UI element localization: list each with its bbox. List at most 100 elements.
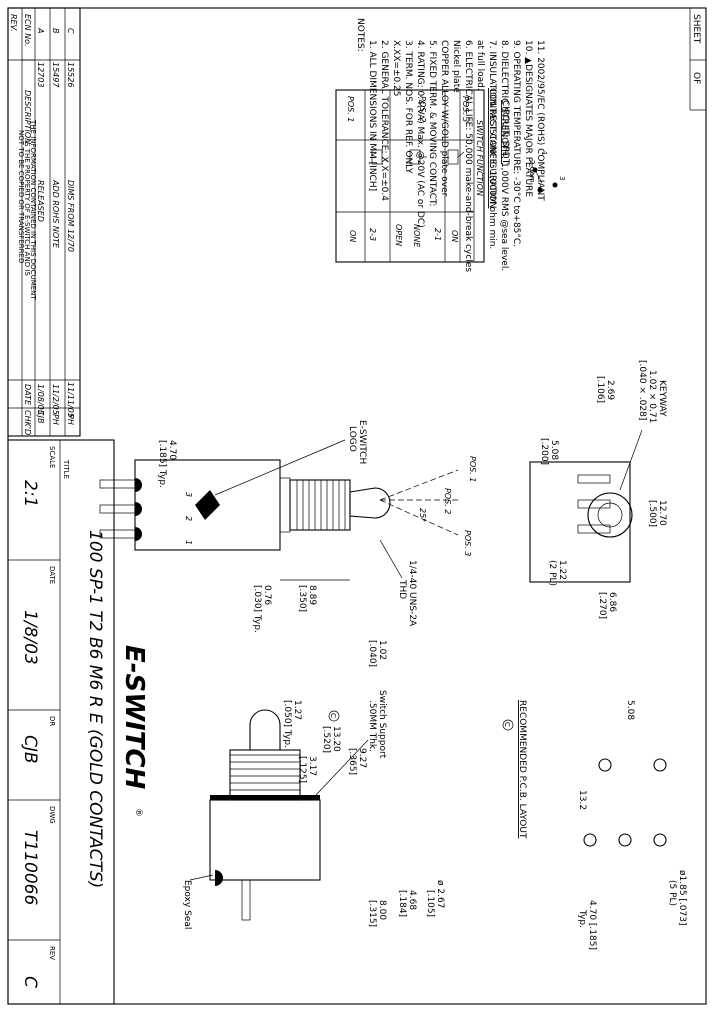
disclaimer-1: THE INFORMATION CONTAINED IN THIS DOCUME… xyxy=(29,119,37,300)
dim-800-in: [.315] xyxy=(367,900,377,927)
rev-hdr-desc: DESCRIPTION xyxy=(23,90,32,144)
front-marker: C xyxy=(329,713,337,718)
notes-block: NOTES: 1. ALL DIMENSIONS IN MM [INCH] 2.… xyxy=(355,18,545,272)
pos2-open: OPEN xyxy=(394,224,403,246)
sch-t3: 3 xyxy=(558,176,566,180)
terminal-1 xyxy=(99,529,136,539)
dim-317-in: [.125] xyxy=(297,756,307,783)
ecn-b: 15497 xyxy=(51,62,60,88)
rev-a: A xyxy=(36,27,45,33)
disclaimer-3: NOT TO BE COPIED OR TRANSFERRED xyxy=(17,130,25,263)
drawing-title: 100 SP-1 T2 B6 M6 R E (GOLD CONTACTS) xyxy=(85,530,105,888)
epoxy-label: Epoxy Seal xyxy=(182,880,192,929)
dim-076-in: [.030] Typ. xyxy=(252,585,262,633)
pcb-hole-size: ø1.85 [.073] xyxy=(677,870,687,925)
scale-value: 2:1 xyxy=(20,480,40,507)
note-7: 7. INSULATION RESISTANCE: 1,000M ohm min… xyxy=(487,40,497,249)
support-label: Switch Support xyxy=(377,690,387,759)
table-header: SWITCH FUNCTION xyxy=(475,120,484,196)
note-6b: at full load. xyxy=(475,40,485,91)
dim-686: 6.86 xyxy=(607,592,617,612)
sheet-label: SHEET xyxy=(691,14,701,44)
of-label: OF xyxy=(691,72,701,84)
circuit-block: CIRCUIT: SPDT CONTACT CONFIGURATION 2 Co… xyxy=(335,88,566,263)
rev-c: C xyxy=(66,28,75,34)
ecn-c: 15526 xyxy=(66,62,75,87)
rev-hdr-ecn: ECN No. xyxy=(23,14,32,47)
pcb-layout: RECOMMENDED P.C.B. LAYOUT C 5.08 13.2 ø1… xyxy=(502,700,687,950)
note-1: 1. ALL DIMENSIONS IN MM [INCH] xyxy=(367,40,377,191)
rev-label: REV xyxy=(48,946,56,960)
dim-269: 2.69 xyxy=(605,380,615,400)
pcb-hole-4 xyxy=(618,833,632,847)
top-view: KEYWAY 1.02 × 0.71 [.040 × .028] 2.69 [.… xyxy=(529,360,667,619)
dim-267-in: [.105] xyxy=(425,890,435,917)
dim-508-in: [.200] xyxy=(539,438,549,465)
dim-102: 1.02 xyxy=(377,640,387,660)
note-2: 2. GENERAL TOLERANCE: X.X=±0.4 xyxy=(379,40,389,201)
pcb-132: 13.2 xyxy=(577,790,587,810)
date-c: 11/11/05 xyxy=(66,382,75,418)
logo-mark xyxy=(195,490,220,520)
pcb-hole-2 xyxy=(653,758,667,772)
dim-267: ø 2.67 xyxy=(435,880,445,908)
dr-value: CJB xyxy=(20,735,40,764)
pcb-hole-1 xyxy=(598,758,612,772)
front-body xyxy=(209,799,321,881)
keyway-inch: [.040 × .028] xyxy=(637,360,647,420)
dim-800: 8.00 xyxy=(377,900,387,920)
note-4: 4. RATING: 0.4(VA) Max. @20V (AC or DC) xyxy=(415,40,425,228)
date-label: DATE xyxy=(48,566,56,584)
chk-b: PH xyxy=(51,414,60,425)
top-body xyxy=(529,461,631,583)
date-b: 11/2/05 xyxy=(51,384,60,415)
date-value: 1/8/03 xyxy=(20,610,40,665)
terminal-2 xyxy=(99,504,136,514)
pos3-terms: 2-1 xyxy=(433,228,442,241)
dwg-label: DWG xyxy=(48,806,56,824)
col-pos3: POS. 1 xyxy=(346,96,355,122)
dim-468: 4.68 xyxy=(407,890,417,910)
note-10: 10. ▲DESIGNATES MAJOR FEATURE xyxy=(523,40,533,197)
dim-508: 5.08 xyxy=(549,440,559,460)
toggle-lever xyxy=(349,487,391,519)
thread-label-2: THD xyxy=(397,579,407,599)
dim-1320: 13.20 xyxy=(331,726,341,752)
logo-callout: E-SWITCH xyxy=(357,420,367,464)
pcb-title: RECOMMENDED P.C.B. LAYOUT xyxy=(517,700,527,839)
toggle-pos-icons xyxy=(371,149,465,165)
note-8: 8. DIELECTRIC STRENGTH: 1,000V RMS @sea … xyxy=(499,40,509,271)
note-9: 9. OPERATING TEMPERATURE: -30°C to+85°C. xyxy=(511,40,521,247)
term-label-3: 3 xyxy=(184,492,193,497)
circuit-subtitle: CONTACT CONFIGURATION xyxy=(487,88,497,208)
pos2-none: NONE xyxy=(412,224,421,248)
rev-hdr-date: DATE xyxy=(23,384,32,406)
dim-122: 1.22 xyxy=(557,560,567,580)
dim-122-in: (2 PL) xyxy=(547,560,557,586)
circuit-title: CIRCUIT: SPDT xyxy=(500,100,510,165)
support-thk: .50MM Thk. xyxy=(367,700,377,752)
note-5: 5. FIXED TERM. & MOVING CONTACT: xyxy=(427,40,437,207)
desc-b: ADD ROHS NOTE xyxy=(51,179,60,249)
desc-a: RELEASED xyxy=(36,180,45,222)
dim-1320-in: [.520] xyxy=(321,726,331,753)
dim-102-in: [.040] xyxy=(367,640,377,667)
pos-2-label: POS. 2 xyxy=(443,488,452,514)
dim-269-in: [.106] xyxy=(595,376,605,403)
bushing xyxy=(289,479,351,531)
term-label-1: 1 xyxy=(184,540,193,545)
logo-callout-2: LOGO xyxy=(347,426,357,452)
dim-889-in: [.350] xyxy=(297,585,307,612)
pcb-pitch-typ: Typ. xyxy=(577,909,587,928)
pcb-hole-count: (5 PL) xyxy=(667,880,677,906)
title-block: TITLE 100 SP-1 T2 B6 M6 R E (GOLD CONTAC… xyxy=(7,439,149,1005)
chk-c: PH xyxy=(66,414,75,425)
rev-hdr-chkd: CHK'D xyxy=(23,410,32,435)
dim-468-in: [.184] xyxy=(397,890,407,917)
note-11: 11. 2002/95/EC (ROHS) COMPLIANT xyxy=(535,40,545,201)
sheet-border xyxy=(7,7,707,1005)
dim-470-in: [.185] Typ. xyxy=(157,440,167,488)
pcb-hole-5 xyxy=(583,833,597,847)
dim-1270-in: [.500] xyxy=(647,500,657,527)
